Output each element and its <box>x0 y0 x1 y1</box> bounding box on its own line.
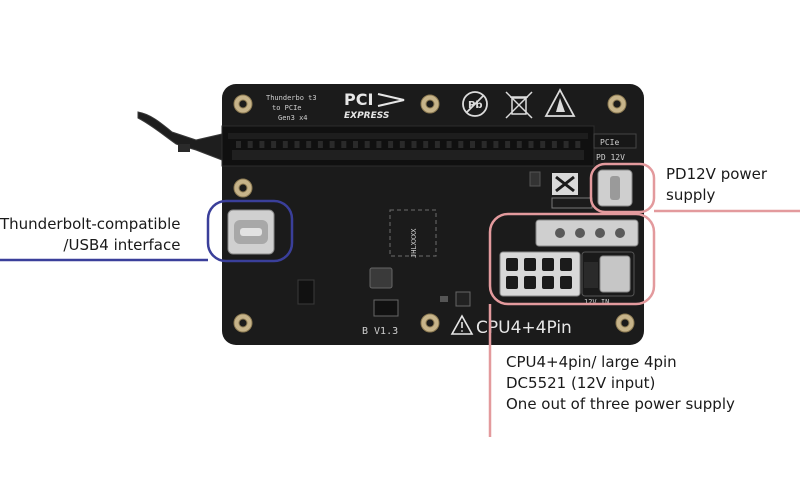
brand-logo <box>551 173 593 209</box>
pcie-latch <box>137 111 223 161</box>
pd-callout-line-1: PD12V power <box>666 165 768 183</box>
svg-text:Pb: Pb <box>468 100 483 111</box>
usb-callout-line-2: /USB4 interface <box>63 236 181 254</box>
mounting-holes <box>233 94 635 333</box>
cpu-8pin-connector <box>499 251 581 297</box>
pd-12v-label: PD 12V <box>596 153 625 162</box>
chip-label: JHLXXXX <box>410 228 418 258</box>
power-callout-text: CPU4+4pin/ large 4pin DC5521 (12V input)… <box>506 352 735 415</box>
svg-text:EXPRESS: EXPRESS <box>344 111 389 121</box>
pd-callout-text: PD12V power supply <box>666 164 767 206</box>
warning-triangle-icon <box>450 314 474 335</box>
power-callout-line-2: DC5521 (12V input) <box>506 374 656 392</box>
pcie-label: PCIe <box>600 138 619 147</box>
usb-callout-line-1: Thunderbolt-compatible <box>0 215 181 233</box>
power-callout-box <box>488 212 656 306</box>
pd-callout-box <box>589 162 656 214</box>
12v-in-label: 12V IN <box>584 298 609 306</box>
usb-callout-text: Thunderbolt-compatible /USB4 interface <box>0 214 180 256</box>
usb-callout-box <box>206 199 294 263</box>
power-callout-line-1: CPU4+4pin/ large 4pin <box>506 353 677 371</box>
esd-warning-icon <box>544 88 576 117</box>
inductor <box>369 267 393 289</box>
power-silk-label: CPU4+4Pin <box>476 318 572 338</box>
pb-free-icon: Pb <box>462 91 488 117</box>
silk-thunderbolt-line-1: Thunderbo t3 <box>266 94 317 102</box>
eeprom-chip <box>373 299 399 317</box>
large-4pin-connector <box>535 219 639 247</box>
mosfet <box>455 291 471 307</box>
silk-thunderbolt-line-2: to PCIe <box>272 104 302 112</box>
pd-callout-line-2: supply <box>666 186 716 204</box>
svg-text:PCI: PCI <box>344 90 373 109</box>
version-label: B V1.3 <box>362 326 398 337</box>
pci-express-logo: PCI EXPRESS <box>344 90 405 121</box>
weee-bin-icon <box>505 91 533 119</box>
controller-chip-outline <box>389 209 437 257</box>
silk-thunderbolt-line-3: Gen3 x4 <box>278 114 308 122</box>
dc5521-jack <box>581 251 635 297</box>
power-callout-line-3: One out of three power supply <box>506 395 735 413</box>
